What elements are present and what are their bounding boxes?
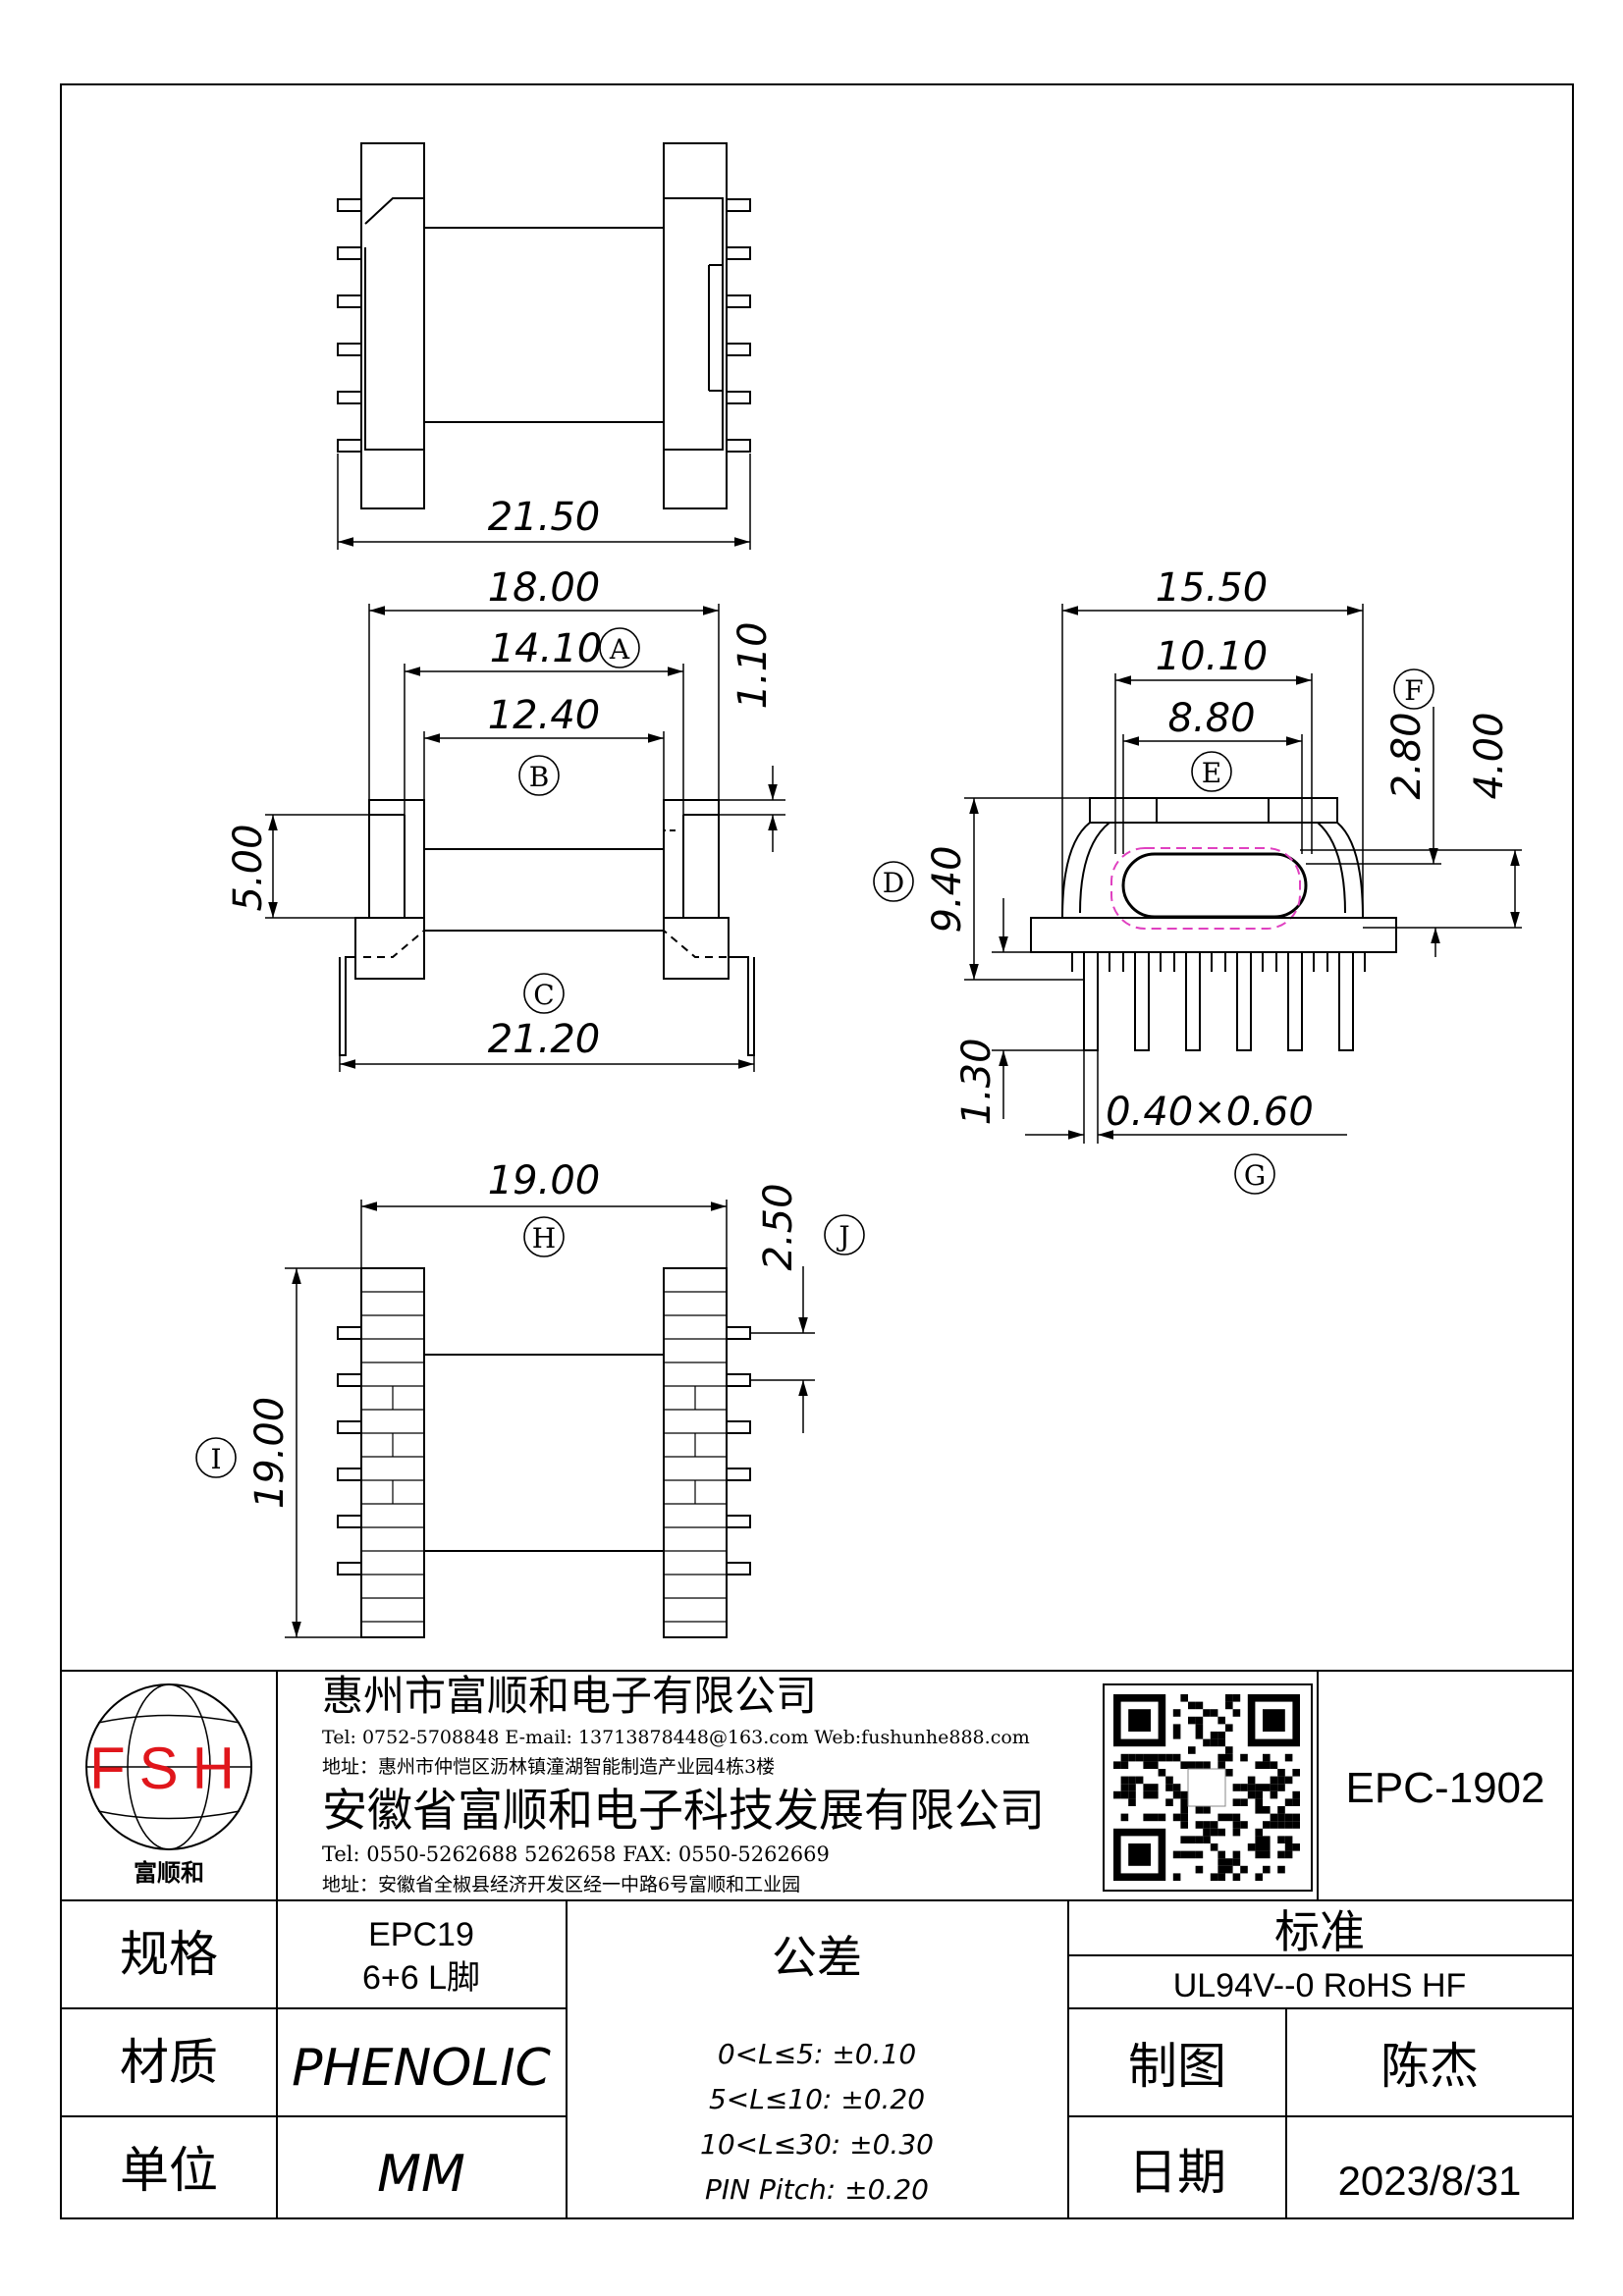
company1-name: 惠州市富顺和电子有限公司 xyxy=(322,1673,817,1719)
marker-i xyxy=(195,1437,237,1478)
dim-front-overall: 18.00 xyxy=(488,565,601,611)
company2-address: 地址：安徽省全椒县经济开发区经一中路6号富顺和工业园 xyxy=(322,1874,800,1896)
dim-side-pin-size: 0.40×0.60 xyxy=(1106,1090,1314,1135)
material-value: PHENOLIC xyxy=(292,2039,551,2098)
marker-c-label: C xyxy=(533,979,554,1011)
qr-code xyxy=(1103,1683,1313,1892)
spec-label: 规格 xyxy=(120,1927,218,1982)
marker-j-label: J xyxy=(836,1220,849,1253)
dim-side-width: 15.50 xyxy=(1156,565,1269,611)
company2-name: 安徽省富顺和电子科技发展有限公司 xyxy=(322,1785,1045,1836)
spec-value-line2: 6+6 L脚 xyxy=(362,1959,480,1997)
bottom-view-pins-right xyxy=(726,1326,751,1575)
top-view-pins-right xyxy=(726,198,751,453)
marker-a-label: A xyxy=(609,633,630,666)
marker-g-label: G xyxy=(1244,1159,1266,1192)
dim-side-height: 9.40 xyxy=(925,845,970,933)
marker-e-label: E xyxy=(1202,757,1221,789)
top-view-pins-left xyxy=(337,198,362,453)
marker-b-label: B xyxy=(529,761,550,793)
logo-caption: 富顺和 xyxy=(134,1859,204,1887)
date-value: 2023/8/31 xyxy=(1338,2158,1522,2204)
dim-side-e-outer: 10.10 xyxy=(1156,634,1269,679)
tolerance-line1: 0<L≤5: ±0.10 xyxy=(718,2038,916,2070)
part-number: EPC-1902 xyxy=(1345,1764,1544,1812)
marker-a xyxy=(599,627,640,668)
tolerance-line2: 5<L≤10: ±0.20 xyxy=(709,2083,925,2115)
tolerance-line4: PIN Pitch: ±0.20 xyxy=(705,2173,929,2206)
marker-f xyxy=(1393,668,1434,710)
company1-address: 地址：惠州市仲恺区沥林镇潼湖智能制造产业园4栋3楼 xyxy=(322,1756,775,1778)
marker-j xyxy=(824,1214,865,1255)
dim-front-b: 12.40 xyxy=(488,693,601,738)
dim-front-flange: 1.10 xyxy=(730,621,776,709)
marker-d xyxy=(873,861,914,902)
marker-f-label: F xyxy=(1404,674,1423,707)
dim-side-f: 2.80 xyxy=(1384,712,1430,799)
dim-side-top: 4.00 xyxy=(1467,712,1512,799)
material-label: 材质 xyxy=(120,2035,218,2090)
front-view xyxy=(265,604,785,1072)
unit-value: MM xyxy=(377,2145,465,2204)
dim-top-width: 21.50 xyxy=(488,495,601,540)
bottom-view xyxy=(285,1200,815,1638)
marker-e xyxy=(1191,751,1232,792)
tolerance-label: 公差 xyxy=(772,1932,862,1983)
logo-text: FSH xyxy=(89,1735,248,1801)
marker-h xyxy=(523,1216,565,1257)
marker-h-label: H xyxy=(532,1222,556,1255)
dim-bottom-pitch: 2.50 xyxy=(756,1183,801,1270)
side-view xyxy=(964,604,1522,1144)
dim-front-height: 5.00 xyxy=(226,824,271,911)
dim-front-a: 14.10 xyxy=(490,626,603,671)
company2-contact: Tel: 0550-5262688 5262658 FAX: 0550-5262… xyxy=(322,1842,830,1866)
bottom-view-pins-left xyxy=(337,1326,362,1575)
marker-c xyxy=(523,973,565,1014)
drawer-label: 制图 xyxy=(1128,2039,1226,2094)
standard-label: 标准 xyxy=(1274,1906,1365,1957)
title-block-grid xyxy=(61,1670,1573,2218)
drawing-frame xyxy=(60,83,1574,2219)
marker-i-label: I xyxy=(210,1443,221,1475)
dim-bottom-height: 19.00 xyxy=(247,1397,293,1510)
tolerance-line3: 10<L≤30: ±0.30 xyxy=(700,2128,934,2161)
company1-contact: Tel: 0752-5708848 E-mail: 13713878448@16… xyxy=(322,1727,1030,1748)
dim-front-pin-span: 21.20 xyxy=(488,1017,601,1062)
top-view xyxy=(337,142,751,550)
drawer-value: 陈杰 xyxy=(1380,2039,1479,2094)
dim-side-e-inner: 8.80 xyxy=(1167,696,1255,741)
marker-g xyxy=(1234,1153,1275,1195)
dim-bottom-width: 19.00 xyxy=(488,1158,601,1203)
marker-d-label: D xyxy=(883,867,904,899)
unit-label: 单位 xyxy=(120,2143,218,2198)
dim-side-pin: 1.30 xyxy=(954,1038,1000,1125)
standard-value: UL94V--0 RoHS HF xyxy=(1173,1967,1467,2004)
marker-b xyxy=(518,755,560,796)
spec-value-line1: EPC19 xyxy=(368,1916,474,1953)
date-label: 日期 xyxy=(1128,2145,1226,2200)
side-view-pins xyxy=(1083,951,1354,1051)
company-logo: FSH 富顺和 xyxy=(85,1683,252,1887)
